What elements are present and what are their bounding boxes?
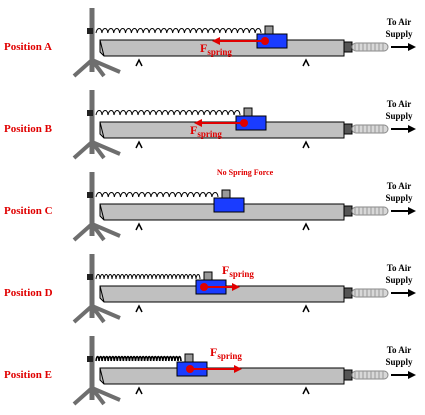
track-tick (135, 304, 143, 313)
spring-clamp (87, 356, 93, 362)
force-arrowhead (212, 37, 220, 45)
track-end-cap (343, 123, 353, 135)
track-tick (135, 58, 143, 67)
air-supply-arrowhead (408, 371, 416, 379)
air-supply-label-line2: Supply (385, 275, 413, 285)
glider-post (184, 353, 194, 363)
track-edge (99, 367, 105, 385)
force-arrowhead (194, 119, 202, 127)
track-tick (302, 386, 310, 395)
glider-post (243, 107, 253, 117)
spring-clamp (87, 274, 93, 280)
force-subscript: spring (197, 129, 222, 139)
track-tick (302, 58, 310, 67)
force-subscript: spring (207, 47, 232, 57)
track-edge (99, 121, 105, 139)
no-spring-force-note: No Spring Force (217, 168, 274, 177)
track-edge (99, 39, 105, 57)
glider-post (221, 189, 231, 199)
air-supply-label-line2: Supply (385, 111, 413, 121)
air-supply-label-line1: To Air (387, 181, 411, 191)
track-tick (302, 304, 310, 313)
stand-feet (72, 386, 121, 406)
air-track (99, 367, 345, 385)
stand-feet (72, 222, 121, 242)
spring-clamp (87, 110, 93, 116)
air-supply-label-line1: To Air (387, 263, 411, 273)
track-edge (99, 285, 105, 303)
position-label: Position A (4, 41, 52, 53)
air-supply-arrowhead (408, 207, 416, 215)
air-supply-arrowhead (408, 43, 416, 51)
air-supply-label-line1: To Air (387, 99, 411, 109)
force-arrowhead (232, 283, 240, 291)
glider-post (264, 25, 274, 35)
force-subscript: spring (229, 269, 254, 279)
glider-post (203, 271, 213, 281)
track-end-cap (343, 287, 353, 299)
air-supply-label-line1: To Air (387, 17, 411, 27)
stand-feet (72, 304, 121, 324)
track-tick (302, 140, 310, 149)
track-end-cap (343, 369, 353, 381)
spring-coil (95, 28, 262, 34)
force-label: Fspring (210, 345, 242, 361)
spring-coil (95, 110, 241, 116)
air-supply-arrowhead (408, 289, 416, 297)
position-label: Position D (4, 287, 53, 299)
air-supply-label-line2: Supply (385, 29, 413, 39)
spring-clamp (87, 192, 93, 198)
spring-clamp (87, 28, 93, 34)
spring-coil (95, 192, 219, 198)
position-label: Position C (4, 205, 53, 217)
track-edge (99, 203, 105, 221)
track-tick (135, 386, 143, 395)
position-label: Position B (4, 123, 53, 135)
air-supply-label-line2: Supply (385, 357, 413, 367)
track-end-cap (343, 205, 353, 217)
stand-feet (72, 140, 121, 160)
air-supply-label-line2: Supply (385, 193, 413, 203)
position-label: Position E (4, 369, 52, 381)
force-subscript: spring (217, 351, 242, 361)
air-supply-arrowhead (408, 125, 416, 133)
force-label: Fspring (222, 263, 254, 279)
air-track (99, 121, 345, 139)
air-supply-label-line1: To Air (387, 345, 411, 355)
spring-coil (95, 274, 201, 280)
track-end-cap (343, 41, 353, 53)
track-tick (302, 222, 310, 231)
track-tick (135, 140, 143, 149)
track-tick (135, 222, 143, 231)
force-arrowhead (234, 365, 242, 373)
stand-feet (72, 58, 121, 78)
glider (213, 197, 245, 213)
spring-coil (95, 355, 182, 362)
